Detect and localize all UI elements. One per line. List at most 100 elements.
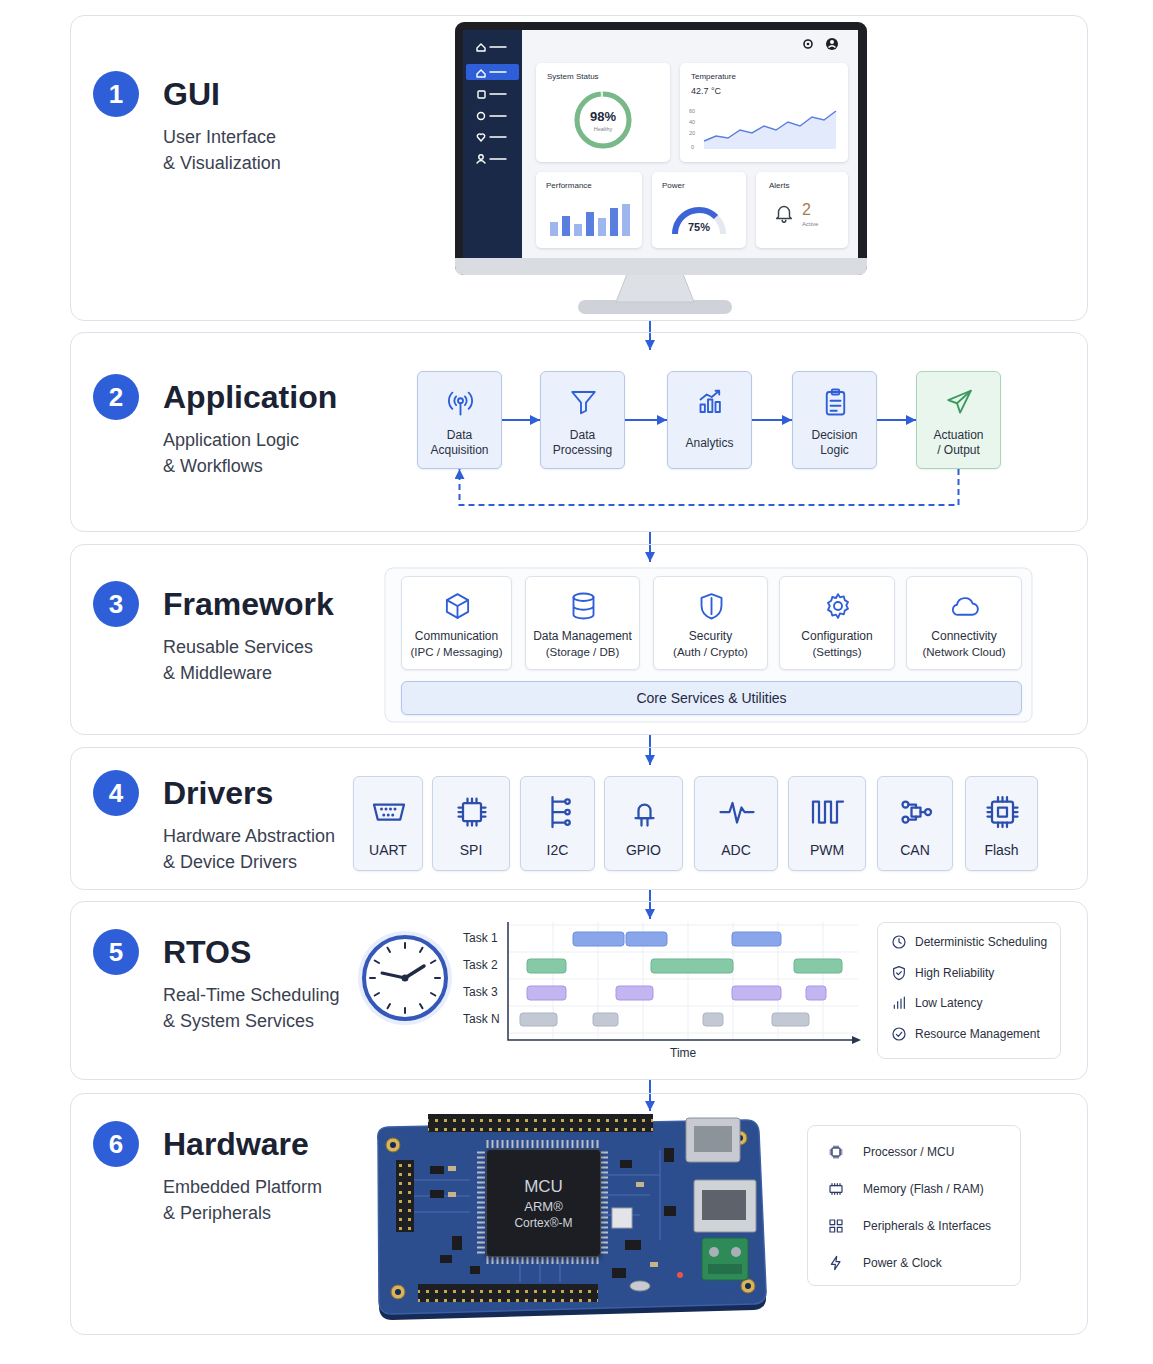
pcb-board-part: [430, 1166, 444, 1174]
card-text: 98%: [583, 110, 623, 125]
spi-icon-part: [830, 1146, 842, 1158]
sidebar-icons-part: [478, 113, 485, 120]
callout-number: 1: [93, 71, 139, 117]
service-label: Data Management: [533, 628, 632, 644]
service-label: (Auth / Crypto): [673, 644, 748, 660]
process-box: Actuation / Output: [916, 371, 1001, 469]
sidebar-icons: [477, 44, 506, 163]
driver-label: ADC: [721, 841, 751, 859]
pcb-board-part: [636, 1182, 644, 1187]
gear-icon: [828, 594, 848, 618]
sidebar-icons-part: [477, 161, 485, 164]
pcb-board-part: [378, 1120, 766, 1314]
feature-item: Peripherals & Interfaces: [863, 1218, 991, 1234]
clock-illustration-part: [358, 931, 452, 1025]
sidebar-icons-part: [490, 115, 506, 116]
service-box: Data Management(Storage / DB): [525, 576, 640, 670]
process-box: Data Processing: [540, 371, 625, 469]
spi-icon-part: [832, 1148, 840, 1156]
node-art-part: [622, 204, 630, 236]
cloud-icon: [953, 598, 978, 615]
pcb-board-part: [677, 1272, 683, 1278]
db-icon-part: [574, 597, 594, 618]
pcb-board-part: [430, 1148, 676, 1278]
pcb-board-part: [430, 1190, 444, 1198]
process-label: Decision Logic: [798, 428, 871, 458]
pcb-board-part: [620, 1160, 632, 1168]
shield-icon: [702, 594, 722, 618]
gantt-chart-part: [852, 1036, 861, 1044]
layer-panel: ApplicationApplication Logic & Workflows…: [70, 332, 1088, 532]
monitor-illustration-part: [455, 258, 867, 275]
pcb-board-part: [664, 1148, 674, 1162]
clock-illustration-part: [370, 943, 440, 1013]
driver-label: PWM: [810, 841, 844, 859]
service-label: (IPC / Messaging): [410, 644, 502, 660]
node-art-part: [675, 210, 723, 234]
dashboard-card: Power75%: [652, 172, 746, 248]
i2c-icon-part: [565, 799, 570, 804]
service-label: (Settings): [812, 644, 861, 660]
toolbar-icons: [804, 38, 838, 50]
node-art-part: [562, 216, 570, 236]
i2c-icon-part: [553, 797, 565, 827]
pcb-board-part: [625, 1240, 641, 1250]
shield-icon-part: [711, 598, 713, 614]
toolbar-icons-part: [829, 46, 836, 48]
gpio-icon-part: [636, 818, 654, 826]
pcb-board-part: [694, 1180, 756, 1232]
feature-item: Processor / MCU: [863, 1144, 954, 1160]
driver-box: PWM: [788, 776, 866, 871]
node-art-part: [577, 94, 629, 146]
axis-label: Time: [670, 1046, 696, 1060]
clock-illustration-part: [382, 973, 405, 978]
pcb-board-part: [741, 1279, 755, 1293]
uart-icon-part: [382, 814, 385, 817]
bolt-icon-part: [831, 1256, 840, 1269]
gantt-chart-part: [616, 986, 653, 1000]
callout-number: 6: [109, 1129, 123, 1159]
node-art-part: [704, 111, 836, 141]
plane-icon-part: [957, 391, 971, 404]
pcb-board-part: [650, 1262, 658, 1267]
gantt-chart-part: [527, 959, 566, 973]
process-box: Decision Logic: [792, 371, 877, 469]
bars-icon-part: [894, 997, 904, 1008]
task-label: Task N: [463, 1012, 500, 1026]
card-text: 60: [689, 108, 695, 114]
adc-icon-part: [721, 803, 754, 823]
chart-icon-part: [716, 402, 720, 412]
node-art-part: [610, 208, 618, 236]
gantt-chart-part: [573, 932, 781, 946]
dashboard-card: Temperature42.7 °C6040200: [680, 63, 848, 162]
clock-icon-part: [899, 939, 901, 944]
gear-icon-part: [834, 602, 842, 610]
periph-icon-part: [830, 1227, 835, 1232]
plane-icon: [948, 391, 971, 413]
antenna-icon-part: [449, 393, 472, 415]
memory-icon: [830, 1184, 842, 1195]
dashboard-card: System Status98%Healthy: [536, 63, 670, 162]
pcb-board-part: [390, 1142, 396, 1148]
pcb-board-part: [440, 1255, 452, 1263]
periph-icon-part: [837, 1227, 842, 1232]
gantt-chart-part: [527, 959, 842, 973]
service-box: Connectivity(Network Cloud): [906, 576, 1022, 670]
service-box: Security(Auth / Crypto): [653, 576, 768, 670]
can-icon-part: [912, 808, 921, 817]
pcb-board-part: [470, 1266, 480, 1274]
toolbar-icons-part: [830, 40, 834, 44]
pcb-board-part: [630, 1281, 650, 1291]
sidebar-icons-part: [477, 134, 484, 141]
toolbar-icons-part: [807, 43, 810, 46]
uart-icon: [374, 805, 404, 820]
feature-item: High Reliability: [915, 965, 994, 981]
gpio-icon: [636, 805, 654, 826]
gantt-chart-part: [520, 1013, 809, 1026]
task-label: Task 1: [463, 931, 498, 945]
process-label: Actuation / Output: [932, 428, 986, 458]
callout-number: 2: [109, 382, 123, 412]
shieldcheck-icon-part: [894, 967, 905, 980]
spi-icon-part: [463, 803, 481, 821]
gantt-chart-part: [772, 1013, 809, 1026]
